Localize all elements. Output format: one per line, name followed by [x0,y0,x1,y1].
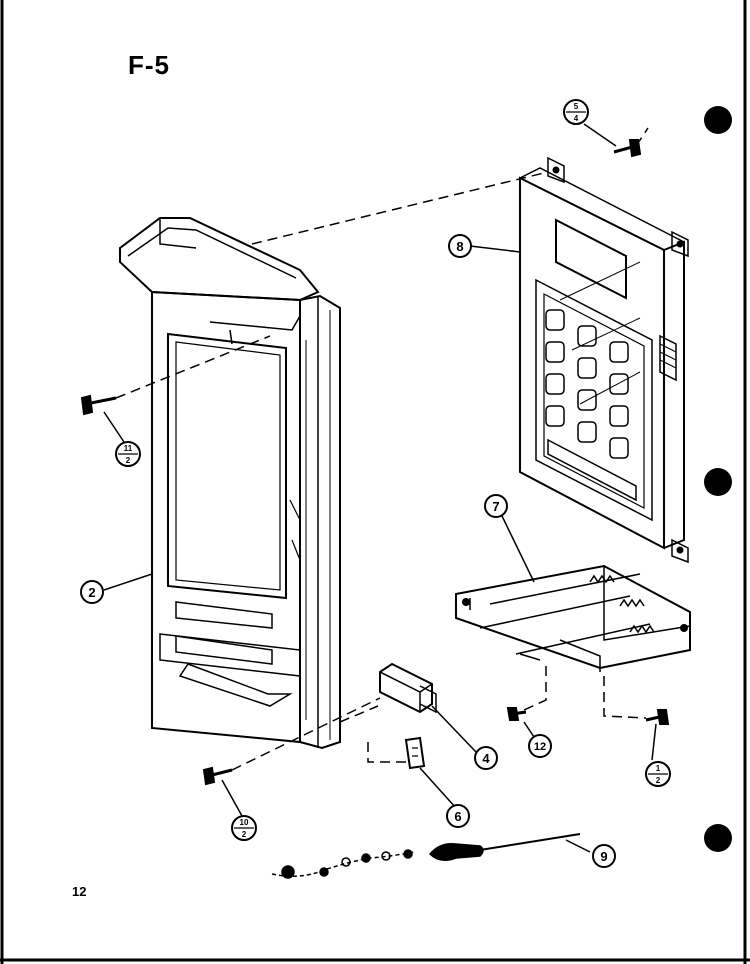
callout-4-label: 4 [482,751,490,766]
callout-leaders [103,123,657,853]
callout-11-num: 11 [124,444,133,453]
callout-7-label: 7 [492,499,499,514]
callout-10-num: 10 [240,818,249,827]
latch-part [379,662,437,714]
screw-parts [80,139,670,786]
callout-11-den: 2 [126,456,131,465]
page-number: 12 [72,884,87,899]
callout-12-label: 12 [534,741,546,753]
callout-1-over-2: 1 2 [645,761,671,787]
binder-holes [704,106,732,852]
callout-5-den: 4 [574,114,579,123]
switch-bracket-part [455,564,691,672]
callout-2: 2 [80,580,104,604]
callout-8: 8 [448,234,472,258]
callout-11-over-2: 11 2 [115,441,141,467]
callout-9: 9 [592,844,616,868]
keypad-buttons [545,261,641,502]
callout-6-label: 6 [454,809,461,824]
control-panel-part [519,156,689,564]
assembly-leader-lines [115,127,649,771]
figure-label: F-5 [128,50,170,80]
callout-9-label: 9 [600,849,607,864]
callout-2-label: 2 [88,585,95,600]
callout-8-label: 8 [456,239,463,254]
probe-part [271,833,581,879]
callout-5-num: 5 [574,102,579,111]
callout-6: 6 [446,804,470,828]
callout-5-over-4: 5 4 [563,99,589,125]
callout-1-num: 1 [656,764,661,773]
callout-7: 7 [484,494,508,518]
door-frame-part [119,217,341,750]
bracket-part [404,736,426,770]
callout-12: 12 [528,734,552,758]
callout-10-den: 2 [242,830,247,839]
callout-4: 4 [474,746,498,770]
callout-1-den: 2 [656,776,661,785]
callout-10-over-2: 10 2 [231,815,257,841]
